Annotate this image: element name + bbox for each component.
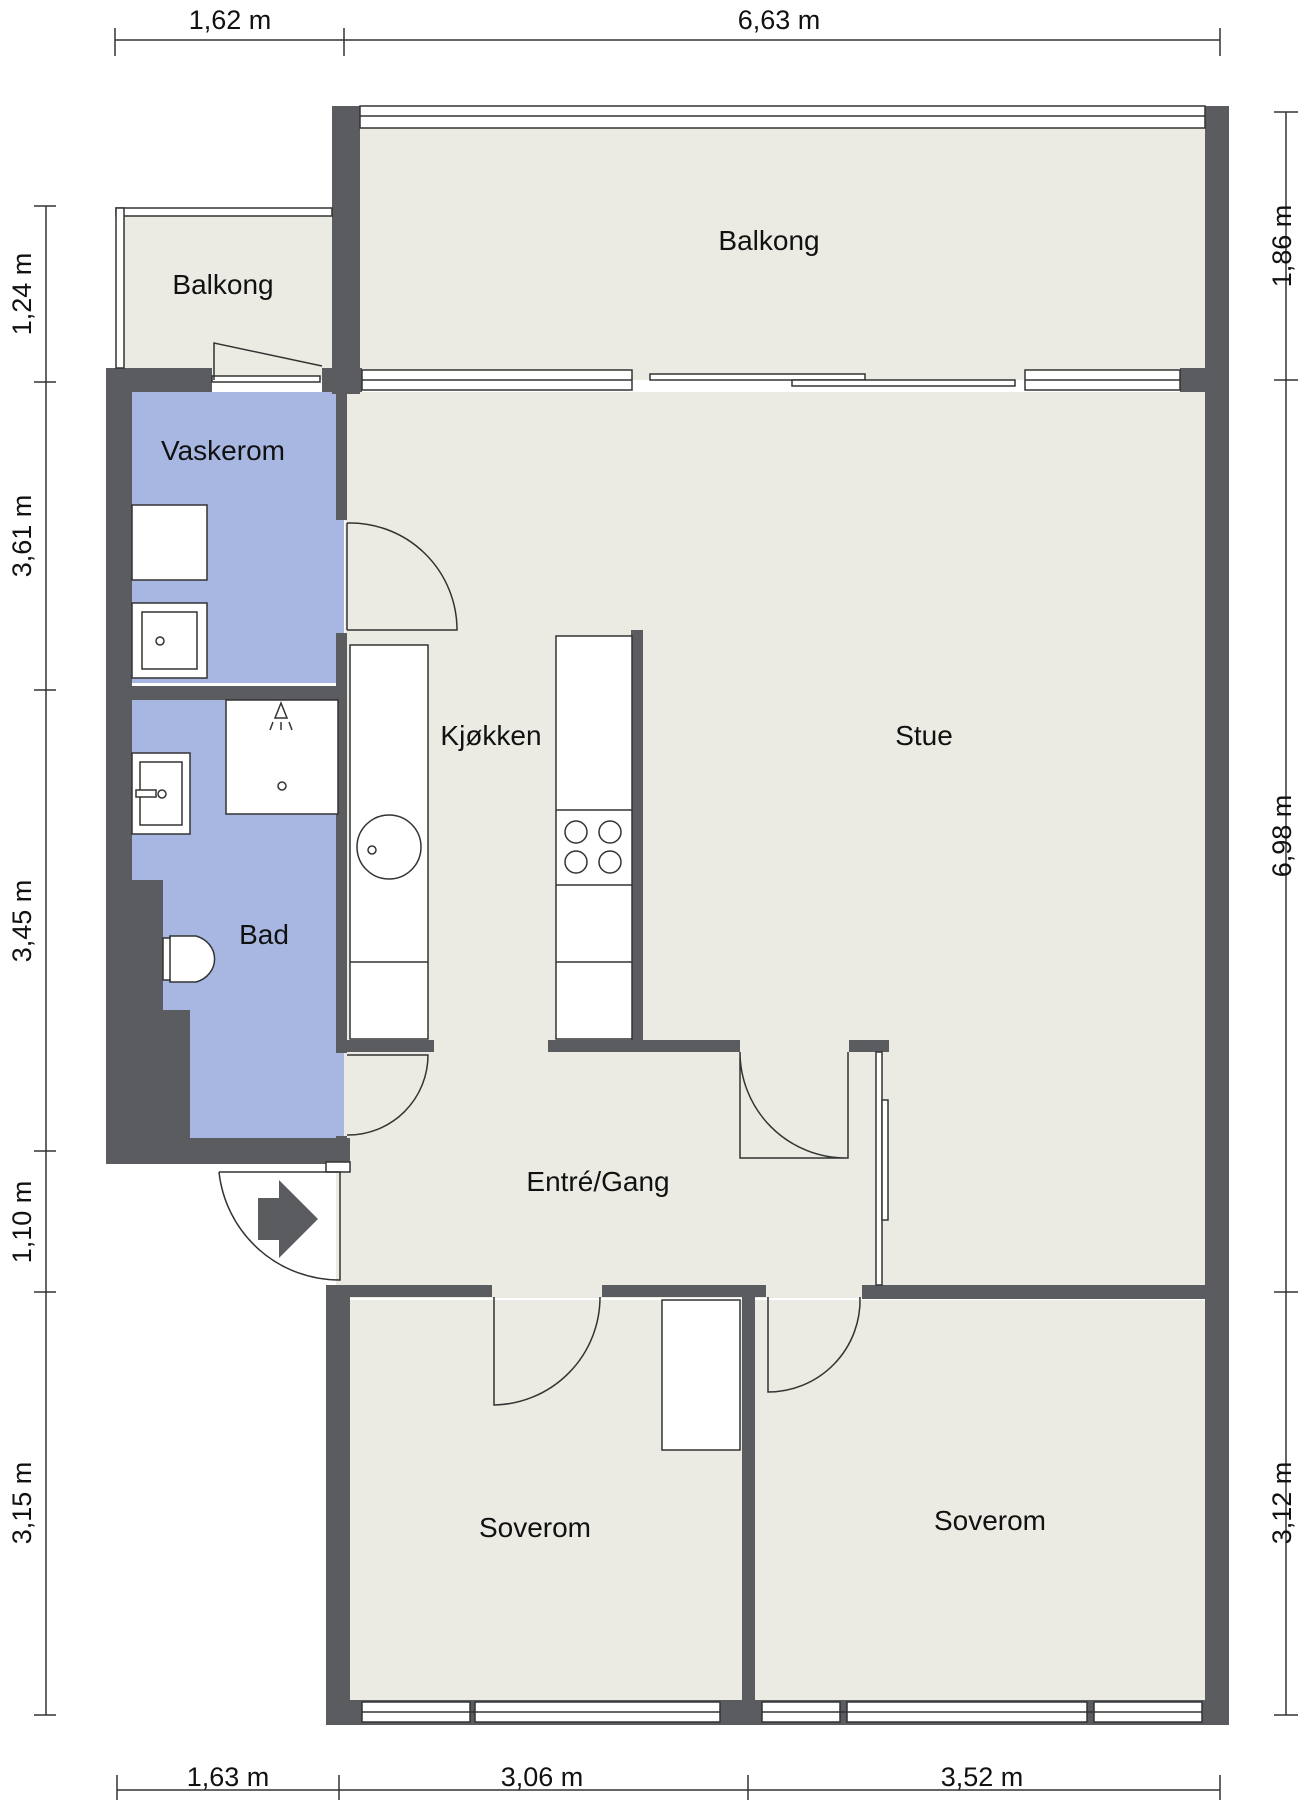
shower-tray bbox=[225, 699, 339, 815]
sliding-door bbox=[791, 379, 1016, 387]
balcony-railing bbox=[115, 207, 333, 217]
room-label-bath: Bad bbox=[239, 919, 289, 950]
dimension-left-4: 1,10 m bbox=[7, 1181, 37, 1264]
dimension-lines bbox=[34, 28, 1298, 1800]
dimension-bottom-3: 3,52 m bbox=[941, 1762, 1024, 1792]
stove-burner bbox=[564, 850, 588, 874]
bedroom-right-floor bbox=[755, 1300, 1205, 1700]
wall bbox=[106, 1138, 350, 1164]
dimension-left-1: 1,24 m bbox=[7, 253, 37, 336]
dimension-right-2: 6,98 m bbox=[1267, 795, 1297, 878]
walls bbox=[106, 106, 1229, 1725]
room-label-bedroom-left: Soverom bbox=[479, 1512, 591, 1543]
dimension-top-2: 6,63 m bbox=[738, 5, 821, 35]
wall bbox=[862, 1285, 1205, 1299]
wall bbox=[106, 368, 132, 1164]
balcony-small-floor bbox=[118, 212, 333, 380]
wall bbox=[132, 686, 344, 700]
sliding-partition bbox=[881, 1099, 889, 1221]
balcony-railing bbox=[359, 105, 1206, 129]
door-swing bbox=[739, 1051, 849, 1159]
door-swing bbox=[218, 1171, 341, 1281]
room-label-hallway: Entré/Gang bbox=[526, 1166, 669, 1197]
wardrobe bbox=[661, 1299, 741, 1451]
wall bbox=[548, 1040, 740, 1052]
room-label-bedroom-right: Soverom bbox=[934, 1505, 1046, 1536]
door-leaf bbox=[211, 375, 321, 383]
dimension-left-2: 3,61 m bbox=[7, 495, 37, 578]
doors bbox=[211, 342, 861, 1406]
dimension-left-3: 3,45 m bbox=[7, 880, 37, 963]
hall-floor bbox=[338, 1040, 898, 1298]
dimension-bottom-1: 1,63 m bbox=[187, 1762, 270, 1792]
entrance-arrow-icon bbox=[258, 1180, 318, 1258]
wall bbox=[602, 1285, 766, 1297]
door-swing bbox=[346, 1054, 429, 1136]
wall bbox=[336, 1136, 347, 1142]
door-frame bbox=[325, 1161, 351, 1173]
sliding-door bbox=[649, 373, 866, 381]
room-labels: Balkong Balkong Vaskerom Kjøkken Stue Ba… bbox=[161, 225, 1046, 1543]
hall-entry-floor bbox=[336, 1160, 356, 1290]
fixtures bbox=[131, 504, 741, 1451]
toilet bbox=[162, 935, 216, 983]
wall bbox=[849, 1040, 889, 1052]
stove-burner bbox=[564, 820, 588, 844]
washing-machine bbox=[131, 504, 208, 581]
wall bbox=[132, 880, 190, 1138]
wall bbox=[336, 392, 347, 520]
stove-burner bbox=[598, 850, 622, 874]
shower-head-icon bbox=[269, 700, 293, 731]
wall bbox=[340, 1285, 492, 1297]
wall bbox=[336, 633, 347, 1053]
kitchen-sink bbox=[356, 814, 422, 880]
wall bbox=[742, 1285, 755, 1725]
dimension-right-1: 1,86 m bbox=[1267, 205, 1297, 288]
room-label-laundry: Vaskerom bbox=[161, 435, 285, 466]
wall bbox=[1205, 106, 1229, 394]
dimension-top-1: 1,62 m bbox=[189, 5, 272, 35]
wall bbox=[322, 368, 362, 392]
room-label-balcony-main: Balkong bbox=[718, 225, 819, 256]
balcony-main-floor bbox=[360, 128, 1205, 380]
laundry-sink-basin bbox=[141, 611, 198, 670]
wall bbox=[1205, 368, 1229, 1725]
dimension-bottom-2: 3,06 m bbox=[501, 1762, 584, 1792]
dimension-left-5: 3,15 m bbox=[7, 1462, 37, 1545]
door-swing bbox=[213, 342, 323, 380]
sliding-partition bbox=[875, 1051, 883, 1286]
door-swing bbox=[493, 1296, 601, 1406]
door-swing bbox=[767, 1296, 861, 1393]
stove-burner bbox=[598, 820, 622, 844]
shower-drain bbox=[277, 781, 287, 791]
windows bbox=[115, 105, 1206, 1723]
room-label-kitchen: Kjøkken bbox=[440, 720, 541, 751]
dimension-right-3: 3,12 m bbox=[1267, 1462, 1297, 1545]
wall bbox=[631, 630, 643, 1050]
room-label-balcony-small: Balkong bbox=[172, 269, 273, 300]
wall bbox=[332, 106, 360, 394]
wall bbox=[326, 1285, 350, 1725]
room-label-living: Stue bbox=[895, 720, 953, 751]
balcony-railing bbox=[115, 207, 125, 369]
wall bbox=[340, 1040, 434, 1052]
door-swing bbox=[346, 522, 458, 631]
dimension-labels: 1,62 m 6,63 m 1,63 m 3,06 m 3,52 m 1,24 … bbox=[7, 5, 1297, 1792]
floors bbox=[118, 128, 1205, 1700]
